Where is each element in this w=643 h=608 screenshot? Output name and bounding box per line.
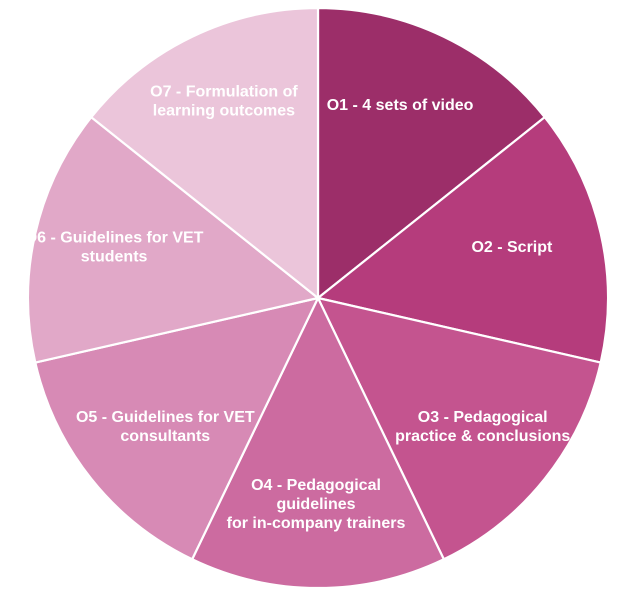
pie-slices xyxy=(26,6,610,590)
pie-slice-label-line: students xyxy=(81,248,148,265)
pie-slice-4 xyxy=(190,295,446,590)
pie-slice-label-line: O1 - 4 sets of video xyxy=(327,97,474,114)
pie-slice-label-line: O2 - Script xyxy=(471,239,553,256)
pie-slice-5 xyxy=(33,296,320,561)
pie-slice-label-line: O6 - Guidelines for VET xyxy=(25,229,204,246)
pie-slice-label-line: O4 - Pedagogical xyxy=(251,477,381,494)
pie-slice-3 xyxy=(316,296,603,561)
pie-slice-label-line: O7 - Formulation of xyxy=(150,84,298,101)
pie-slice-label-line: O5 - Guidelines for VET xyxy=(76,409,255,426)
pie-slice-label-line: consultants xyxy=(120,428,210,445)
pie-slice-2 xyxy=(315,115,610,364)
pie-slice-label-line: learning outcomes xyxy=(153,103,295,120)
pie-slice-label-6: O6 - Guidelines for VET students xyxy=(25,229,204,265)
pie-slice-label-line: practice & conclusions xyxy=(395,428,570,445)
pie-slice-6 xyxy=(26,115,321,364)
pie-slice-label-line: for in-company trainers xyxy=(227,515,406,532)
pie-slice-label-5: O5 - Guidelines for VET consultants xyxy=(76,409,255,445)
pie-slice-7 xyxy=(89,6,320,301)
pie-slice-label-7: O7 - Formulation of learning outcomes xyxy=(150,84,298,120)
pie-labels: O1 - 4 sets of video O2 - Script O3 - Peda… xyxy=(25,84,571,532)
pie-slice-label-4: O4 - Pedagogical guidelines for in-company… xyxy=(227,477,406,532)
pie-slice-label-2: O2 - Script xyxy=(471,239,553,256)
pie-slice-label-3: O3 - Pedagogical practice & conclusions xyxy=(395,409,570,445)
pie-slice-label-line: guidelines xyxy=(276,496,355,513)
pie-slice-label-line: O3 - Pedagogical xyxy=(418,409,548,426)
pie-slice-1 xyxy=(316,6,547,301)
pie-slice-label-1: O1 - 4 sets of video xyxy=(327,97,474,114)
